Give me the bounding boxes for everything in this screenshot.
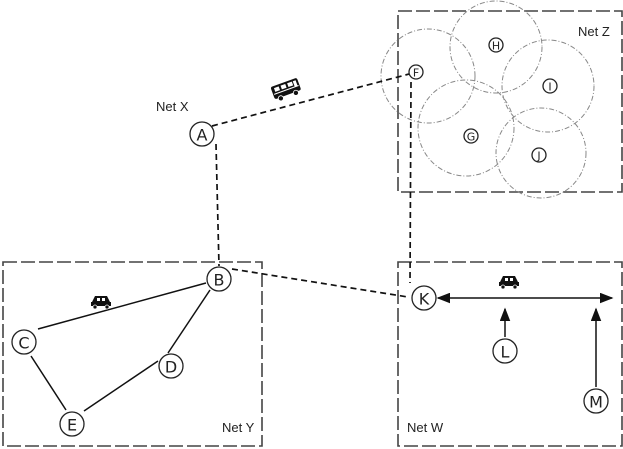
range-circle-h <box>449 0 543 94</box>
svg-text:M: M <box>589 393 603 412</box>
node-g: G <box>463 128 479 144</box>
svg-text:E: E <box>67 416 77 435</box>
node-k: K <box>411 285 437 311</box>
net-x-label: Net X <box>156 99 189 114</box>
svg-text:J: J <box>536 150 540 163</box>
svg-text:I: I <box>548 81 551 94</box>
link-e-d <box>83 360 159 412</box>
node-l: L <box>492 338 518 364</box>
range-circle-g <box>417 79 515 177</box>
link-a-b <box>215 143 220 267</box>
node-m: M <box>583 388 609 414</box>
link-b-k <box>231 268 409 298</box>
node-a: A <box>189 121 215 147</box>
svg-text:G: G <box>467 131 476 144</box>
link-f-k <box>409 81 412 284</box>
svg-text:B: B <box>214 271 225 290</box>
link-d-b <box>167 289 211 354</box>
node-c: C <box>11 329 37 355</box>
node-e: E <box>59 411 85 437</box>
range-circle-j <box>495 107 587 199</box>
link-a-f <box>211 72 414 127</box>
range-circle-i <box>501 39 595 133</box>
link-b-c <box>37 282 207 330</box>
svg-text:A: A <box>197 126 208 145</box>
node-b: B <box>206 266 232 292</box>
svg-text:D: D <box>165 358 177 377</box>
svg-text:K: K <box>419 290 430 309</box>
node-f: F <box>408 64 424 80</box>
node-j: J <box>531 147 547 163</box>
net-y-label: Net Y <box>222 420 255 435</box>
svg-text:H: H <box>492 40 500 53</box>
range-circle-f <box>380 28 476 124</box>
bus-icon <box>271 78 301 102</box>
svg-text:F: F <box>413 67 419 80</box>
net-y-box <box>2 261 263 447</box>
link-c-e <box>30 355 67 411</box>
car-icon-net-y <box>91 296 111 310</box>
node-h: H <box>488 37 504 53</box>
car-icon-net-w <box>499 276 519 290</box>
net-z-box <box>397 10 623 193</box>
svg-text:C: C <box>18 334 29 353</box>
svg-text:L: L <box>501 343 510 362</box>
net-w-label: Net W <box>407 420 444 435</box>
net-w-box <box>397 261 623 447</box>
node-d: D <box>158 353 184 379</box>
node-i: I <box>542 78 558 94</box>
net-z-label: Net Z <box>578 24 610 39</box>
